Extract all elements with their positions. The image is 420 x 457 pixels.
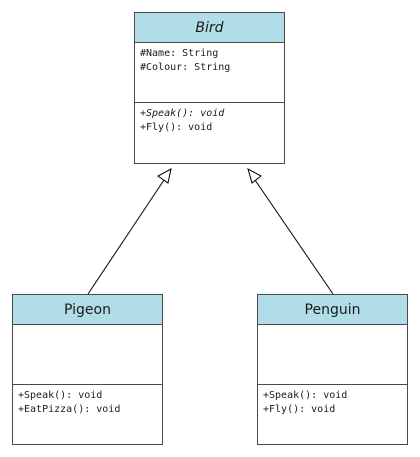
bird-attribute-name: #Name: String — [140, 48, 219, 59]
bird-class-name: Bird — [135, 13, 284, 43]
bird-methods: +Speak(): void +Fly(): void — [135, 103, 284, 139]
pigeon-attributes — [13, 325, 162, 385]
pigeon-method-speak: +Speak(): void — [18, 390, 103, 401]
penguin-class-name: Penguin — [258, 295, 407, 325]
bird-attributes: #Name: String #Colour: String — [135, 43, 284, 103]
penguin-methods: +Speak(): void +Fly(): void — [258, 385, 407, 421]
pigeon-inheritance-arrowhead — [157, 168, 172, 184]
pigeon-methods: +Speak(): void +EatPizza(): void — [13, 385, 162, 421]
penguin-method-speak: +Speak(): void — [263, 390, 348, 401]
penguin-class[interactable]: Penguin +Speak(): void +Fly(): void — [257, 294, 408, 445]
bird-class[interactable]: Bird #Name: String #Colour: String +Spea… — [134, 12, 285, 164]
penguin-inheritance-arrowhead — [247, 167, 262, 184]
penguin-method-fly: +Fly(): void — [263, 404, 336, 415]
penguin-attributes — [258, 325, 407, 385]
pigeon-class-name: Pigeon — [13, 295, 162, 325]
pigeon-class[interactable]: Pigeon +Speak(): void +EatPizza(): void — [12, 294, 163, 445]
bird-method-fly: +Fly(): void — [140, 122, 213, 133]
pigeon-method-eatpizza: +EatPizza(): void — [18, 404, 121, 415]
bird-method-speak: +Speak(): void — [140, 108, 225, 119]
bird-attribute-colour: #Colour: String — [140, 62, 231, 73]
pigeon-inheritance-line — [87, 179, 165, 295]
penguin-inheritance-line — [254, 179, 334, 295]
